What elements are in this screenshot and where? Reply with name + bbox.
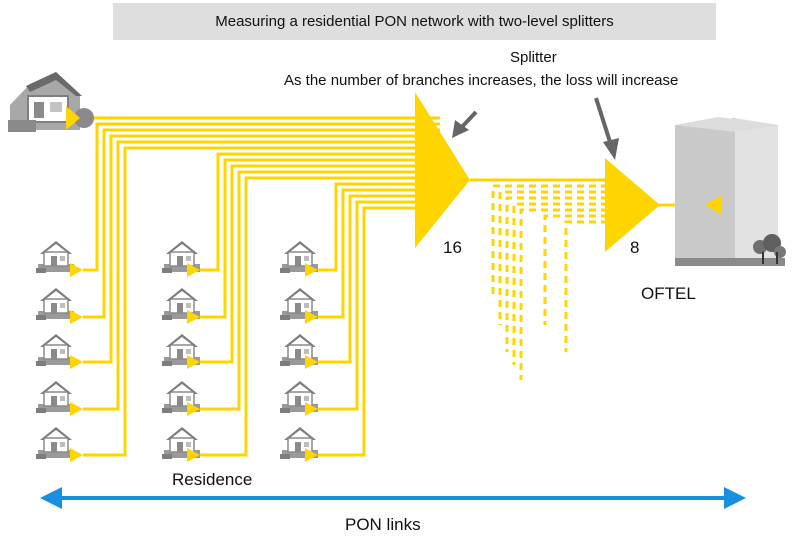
first-splitter (415, 92, 470, 248)
splitter-note: As the number of branches increases, the… (284, 72, 679, 89)
house-icon (35, 333, 75, 367)
pointer-arrows (452, 97, 619, 160)
splitter-heading: Splitter (510, 49, 557, 66)
house-icon (35, 240, 75, 274)
fiber-lines (83, 116, 715, 457)
pon-links-arrow (40, 487, 746, 509)
house-icon (35, 426, 75, 460)
first-splitter-ratio: 16 (443, 238, 462, 257)
diagram-title: Measuring a residential PON network with… (113, 3, 716, 40)
residence-large (8, 72, 94, 132)
olt-port-connector (705, 195, 722, 215)
residence-label: Residence (172, 470, 253, 489)
house-icon (35, 380, 75, 414)
residence-houses (35, 240, 319, 460)
olt-label: OFTEL (641, 284, 696, 303)
second-splitter (605, 158, 660, 252)
house-connectors (70, 263, 318, 462)
olt-building (675, 117, 786, 266)
dashed-branches (491, 184, 620, 380)
pon-links-label: PON links (345, 515, 421, 534)
second-splitter-ratio: 8 (630, 238, 640, 257)
house-icon (35, 287, 75, 321)
diagram-title-text: Measuring a residential PON network with… (215, 13, 614, 30)
